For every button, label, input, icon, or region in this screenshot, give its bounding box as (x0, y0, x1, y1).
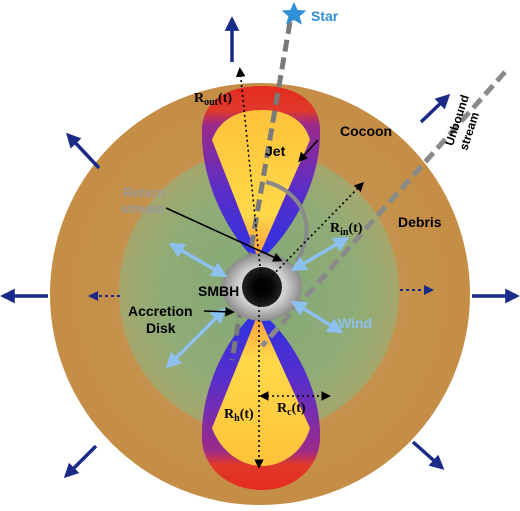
arrow-icon (63, 444, 98, 479)
arrow-icon (65, 132, 101, 170)
double-arrow-icon (165, 307, 227, 369)
r-in-label: Rin(t) (330, 221, 363, 238)
r-out-label: Rout(t) (194, 91, 232, 108)
outflow-arrows (0, 16, 520, 479)
star-label: Star (311, 8, 339, 24)
lower-jet-cone (212, 314, 310, 466)
cocoon-label: Cocoon (340, 123, 392, 139)
wind-arrows (165, 236, 350, 369)
star-trajectory-line (229, 21, 293, 361)
accretion-disk-label-2: Disk (146, 320, 176, 336)
double-arrow-icon (168, 242, 228, 278)
r-in-line (261, 181, 365, 287)
arrow-icon (411, 440, 445, 470)
unbound-stream-line (260, 70, 507, 348)
accretion-disk-label-1: Accretion (128, 303, 193, 319)
jet-label: Jet (265, 143, 286, 159)
r-h-label: Rh(t) (224, 407, 254, 424)
return-stream-label-1: Return (123, 185, 165, 200)
r-c-label: Rc(t) (277, 401, 306, 418)
arrow-icon (419, 93, 451, 124)
double-arrow-icon (290, 300, 344, 334)
debris-label: Debris (398, 214, 442, 230)
star-icon (281, 2, 307, 25)
inner-dotted-arrows (88, 285, 434, 301)
smbh-label: SMBH (198, 283, 239, 299)
smbh-black-hole (242, 267, 282, 307)
wind-label: Wind (338, 315, 372, 331)
return-stream-label-2: stream (121, 201, 164, 216)
pointer-arrows (165, 139, 319, 317)
double-arrow-icon (290, 236, 350, 272)
